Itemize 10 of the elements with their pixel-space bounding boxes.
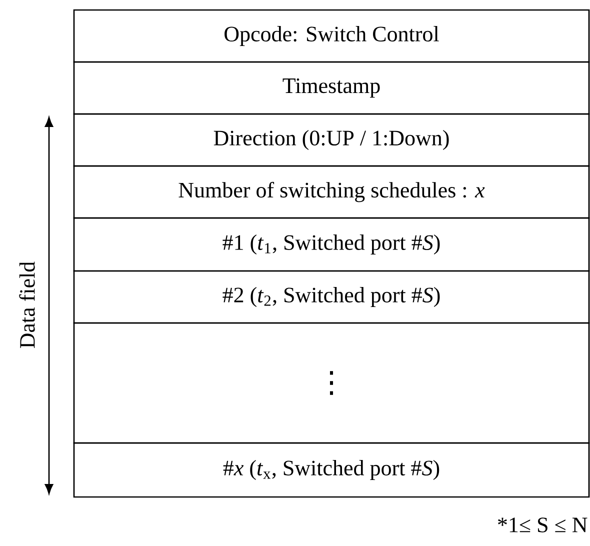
table-row: Direction (0:UP / 1:Down) <box>73 113 590 167</box>
table-row: Timestamp <box>73 61 590 115</box>
table-row: #2 (t$_{2}$, Switched port #S) <box>73 270 590 324</box>
footnote: *1≤ S ≤ N <box>498 518 588 532</box>
table-row: #x (t$_{x}$, Switched port #S) <box>73 442 590 498</box>
table-row: Number of switching schedules : x <box>73 165 590 219</box>
table-row: #1 (t$_{1}$, Switched port #S) <box>73 217 590 272</box>
table-row: ⋮ <box>73 322 590 444</box>
table-row: Opcode: Switch Control <box>73 9 590 63</box>
axis-label: Data field <box>19 262 35 348</box>
